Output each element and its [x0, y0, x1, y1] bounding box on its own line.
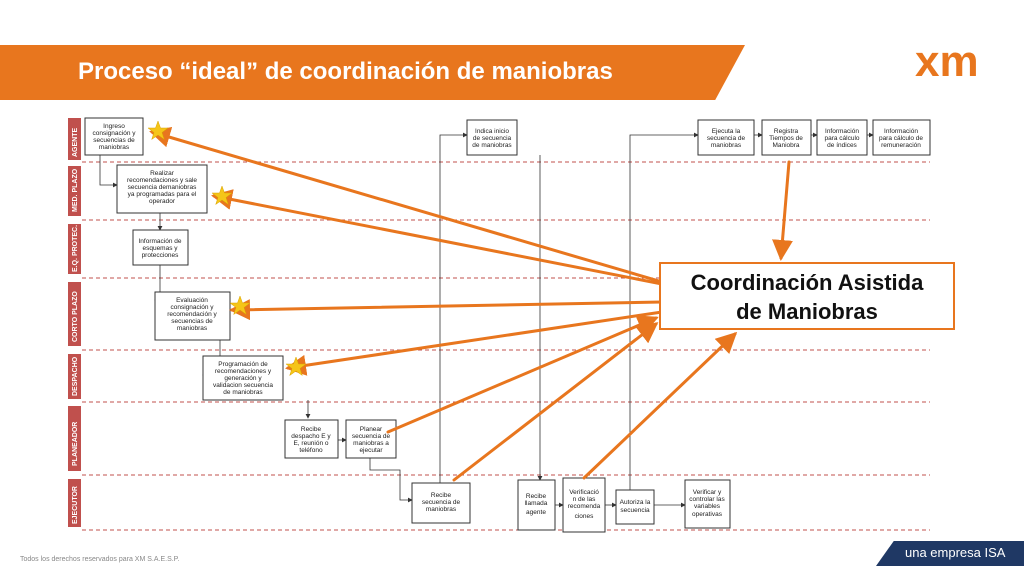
flow-arrow: [439, 132, 468, 500]
box-info-indices: [816, 119, 868, 156]
footer-copyright: Todos los derechos reservados para XM S.…: [20, 556, 180, 563]
orange-arrow: [285, 310, 664, 376]
box-registra: [761, 119, 812, 156]
box-planear: [345, 419, 397, 459]
orange-arrow: [772, 160, 793, 261]
xm-logo: xm: [915, 38, 979, 86]
page-title: Proceso “ideal” de coordinación de manio…: [78, 58, 613, 85]
lane-label-ejecutor: EJECUTOR: [72, 486, 79, 524]
flow-arrow: [99, 153, 118, 188]
orange-arrow: [386, 315, 659, 434]
lane-bar-planeador: [68, 406, 81, 471]
star-icon: [147, 120, 169, 141]
process-boxes: [84, 117, 931, 533]
callout-line-1: Coordinación Asistida: [690, 270, 924, 295]
box-ingreso: [84, 117, 144, 156]
lane-bar-eq-protec: [68, 224, 81, 274]
box-verificacion: [562, 477, 606, 533]
lane-label-despacho: DESPACHO: [72, 356, 79, 396]
callout-text: Coordinación Asistida de Maniobras: [659, 268, 955, 326]
orange-arrow: [452, 322, 659, 482]
star-markers: [147, 120, 307, 377]
orange-arrow: [229, 299, 664, 321]
xm-logo-text: xm: [915, 38, 979, 86]
lane-bar-ejecutor: [68, 479, 81, 527]
lane-bar-corto-plazo: [68, 282, 81, 346]
box-ejecuta: [697, 119, 755, 156]
brand-text: una empresa ISA: [905, 545, 1006, 560]
lane-label-corto-plazo: CORTO PLAZO: [72, 291, 79, 342]
star-icon: [229, 295, 251, 316]
box-recibe-llamada: [517, 479, 556, 531]
lane-separators: [82, 161, 930, 531]
box-realizar: [116, 164, 208, 214]
lane-labels: AGENTE MED. PLAZO E.Q. PROTEC. CORTO PLA…: [68, 118, 81, 527]
orange-arrows: [149, 127, 793, 482]
box-verificar-controlar: [684, 479, 731, 529]
brand-bar: [876, 541, 1024, 566]
orange-arrow: [211, 189, 664, 286]
title-banner: [0, 45, 745, 100]
orange-arrow: [582, 331, 738, 480]
star-icon: [211, 185, 233, 206]
lane-label-planeador: PLANEADOR: [72, 422, 79, 466]
lane-bar-despacho: [68, 354, 81, 399]
lane-bar-med-plazo: [68, 166, 81, 216]
flow-arrow: [369, 458, 413, 503]
box-indica-inicio: [466, 119, 518, 156]
box-recibe-secuencia: [411, 482, 471, 524]
box-recibe-despacho: [284, 419, 339, 459]
star-icon: [285, 356, 307, 377]
orange-arrow: [149, 127, 664, 284]
box-programacion: [202, 355, 284, 401]
lane-label-agente: AGENTE: [72, 128, 79, 158]
lane-label-eq-protec: E.Q. PROTEC.: [72, 225, 79, 272]
box-informacion-esquemas: [132, 229, 189, 266]
box-info-remuneracion: [872, 119, 931, 156]
callout-line-2: de Maniobras: [736, 299, 878, 324]
box-autoriza: [615, 489, 655, 525]
lane-label-med-plazo: MED. PLAZO: [72, 168, 79, 212]
lane-bar-agente: [68, 118, 81, 160]
callout-box: [659, 262, 955, 330]
flow-arrow: [629, 132, 699, 490]
